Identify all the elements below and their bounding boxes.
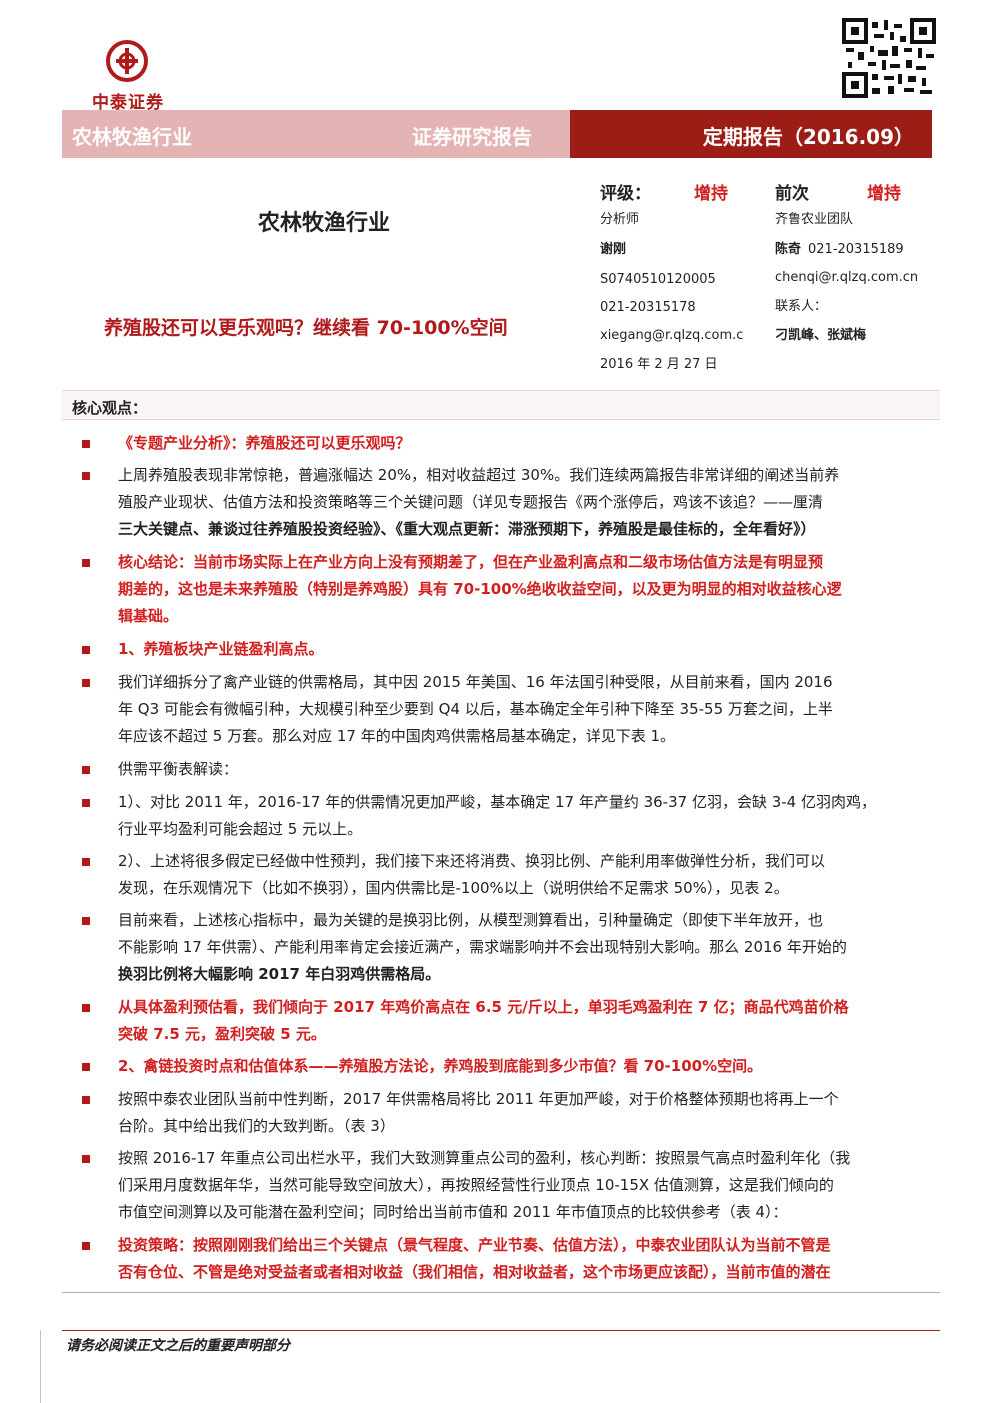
viewpoint-text: 2）、上述将很多假定已经做中性预判，我们接下来还将消费、换羽比例、产能利用率做弹… [118, 848, 944, 902]
viewpoint-text: 我们详细拆分了禽产业链的供需格局，其中因 2015 年美国、16 年法国引种受限… [118, 669, 944, 750]
analyst-name: 谢刚 [600, 242, 627, 257]
team-member-email[interactable]: chenqi@r.qlzq.com.cn [775, 270, 919, 285]
text-line: 供需平衡表解读： [118, 760, 239, 778]
text-line: 核心结论：当前市场实际上在产业方向上没有预期差了，但在产业盈利高点和二级市场估值… [118, 553, 824, 571]
square-bullet-icon [82, 1096, 90, 1104]
square-bullet-icon [82, 858, 90, 866]
analyst-email[interactable]: xiegang@r.qlzq.com.c [600, 328, 744, 343]
viewpoint-text: 1、养殖板块产业链盈利高点。 [118, 636, 944, 663]
viewpoint-text: 1）、对比 2011 年，2016-17 年的供需情况更加严峻，基本确定 17 … [118, 789, 944, 843]
viewpoint-text: 核心结论：当前市场实际上在产业方向上没有预期差了，但在产业盈利高点和二级市场估值… [118, 549, 944, 630]
text-line: 从具体盈利预估看，我们倾向于 2017 年鸡价高点在 6.5 元/斤以上，单羽毛… [118, 998, 849, 1016]
text-line: 辑基础。 [118, 607, 179, 625]
text-line: 按照 2016-17 年重点公司出栏水平，我们大致测算重点公司的盈利，核心判断：… [118, 1149, 851, 1167]
square-bullet-icon [82, 1063, 90, 1071]
text-line: 换羽比例将大幅影响 2017 年白羽鸡供需格局。 [118, 965, 441, 983]
viewpoint-text: 按照 2016-17 年重点公司出栏水平，我们大致测算重点公司的盈利，核心判断：… [118, 1145, 944, 1226]
text-line: 殖股产业现状、估值方法和投资策略等三个关键问题（详见专题报告《两个涨停后，鸡该不… [118, 493, 824, 511]
text-line: 市值空间测算以及可能潜在盈利空间；同时给出当前市值和 2011 年市值顶点的比较… [118, 1203, 788, 1221]
team-name: 齐鲁农业团队 [775, 212, 854, 227]
square-bullet-icon [82, 1242, 90, 1250]
text-line: 1）、对比 2011 年，2016-17 年的供需情况更加严峻，基本确定 17 … [118, 793, 876, 811]
core-viewpoint-header: 核心观点： [62, 390, 940, 420]
banner-left-panel: 农林牧渔行业 证券研究报告 [62, 110, 570, 158]
text-line: 《专题产业分析》：养殖股还可以更乐观吗？ [118, 434, 411, 452]
report-date: 2016 年 2 月 27 日 [600, 357, 718, 372]
text-line: 突破 7.5 元，盈利突破 5 元。 [118, 1025, 326, 1043]
company-logo-icon [106, 40, 148, 82]
square-bullet-icon [82, 766, 90, 774]
text-line: 我们详细拆分了禽产业链的供需格局，其中因 2015 年美国、16 年法国引种受限… [118, 673, 833, 691]
report-banner: 农林牧渔行业 证券研究报告 定期报告（2016.09） [62, 110, 932, 158]
analyst-phone: 021-20315178 [600, 300, 696, 315]
company-name: 中泰证券 [92, 93, 164, 113]
team-member-phone: 021-20315189 [808, 242, 904, 257]
text-line: 按照中泰农业团队当前中性判断，2017 年供需格局将比 2011 年更加严峻，对… [118, 1090, 839, 1108]
viewpoint-text: 《专题产业分析》：养殖股还可以更乐观吗？ [118, 430, 944, 457]
square-bullet-icon [82, 1155, 90, 1163]
text-line: 上周养殖股表现非常惊艳，普遍涨幅达 20%，相对收益超过 30%。我们连续两篇报… [118, 466, 840, 484]
banner-period: 定期报告（2016.09） [702, 125, 914, 149]
viewpoint-text: 目前来看，上述核心指标中，最为关键的是换羽比例，从模型测算看出，引种量确定（即使… [118, 907, 944, 988]
sector-title: 农林牧渔行业 [258, 211, 391, 236]
text-line: 们采用月度数据年华，当然可能导致空间放大），再按照经营性行业顶点 10-15X … [118, 1176, 834, 1194]
footer-divider-accent [62, 1330, 940, 1331]
square-bullet-icon [82, 1004, 90, 1012]
square-bullet-icon [82, 917, 90, 925]
team-member-name: 陈奇 [775, 242, 802, 257]
viewpoint-text: 上周养殖股表现非常惊艳，普遍涨幅达 20%，相对收益超过 30%。我们连续两篇报… [118, 462, 944, 543]
section-title: 核心观点： [72, 399, 148, 417]
square-bullet-icon [82, 679, 90, 687]
text-line: 台阶。其中给出我们的大致判断。（表 3） [118, 1117, 395, 1135]
text-line: 2、禽链投资时点和估值体系——养殖股方法论，养鸡股到底能到多少市值？看 70-1… [118, 1057, 763, 1075]
footer-divider [62, 1292, 940, 1293]
square-bullet-icon [82, 646, 90, 654]
text-line: 发现，在乐观情况下（比如不换羽），国内供需比是-100%以上（说明供给不足需求 … [118, 879, 789, 897]
text-line: 期差的，这也是未来养殖股（特别是养鸡股）具有 70-100%绝收收益空间，以及更… [118, 580, 842, 598]
viewpoint-text: 按照中泰农业团队当前中性判断，2017 年供需格局将比 2011 年更加严峻，对… [118, 1086, 944, 1140]
prev-rating-value: 增持 [867, 184, 901, 204]
text-line: 2）、上述将很多假定已经做中性预判，我们接下来还将消费、换羽比例、产能利用率做弹… [118, 852, 826, 870]
text-line: 目前来看，上述核心指标中，最为关键的是换羽比例，从模型测算看出，引种量确定（即使… [118, 911, 824, 929]
analyst-role: 分析师 [600, 212, 640, 227]
viewpoint-text: 投资策略：按照刚刚我们给出三个关键点（景气程度、产业节奏、估值方法），中泰农业团… [118, 1232, 944, 1286]
banner-report-type: 证券研究报告 [412, 125, 532, 149]
viewpoint-text: 从具体盈利预估看，我们倾向于 2017 年鸡价高点在 6.5 元/斤以上，单羽毛… [118, 994, 944, 1048]
text-line: 行业平均盈利可能会超过 5 元以上。 [118, 820, 363, 838]
square-bullet-icon [82, 440, 90, 448]
contact-names: 刁凯峰、张斌梅 [775, 328, 867, 343]
text-line: 否有仓位、不管是绝对受益者或者相对收益（我们相信，相对收益者，这个市场更应该配）… [118, 1263, 831, 1281]
page-margin-rule [40, 1330, 41, 1403]
square-bullet-icon [82, 559, 90, 567]
text-line: 年 Q3 可能会有微幅引种，大规模引种至少要到 Q4 以后，基本确定全年引种下降… [118, 700, 833, 718]
viewpoint-text: 供需平衡表解读： [118, 756, 944, 783]
qr-code [842, 18, 936, 98]
viewpoint-text: 2、禽链投资时点和估值体系——养殖股方法论，养鸡股到底能到多少市值？看 70-1… [118, 1053, 944, 1080]
disclaimer-note: 请务必阅读正文之后的重要声明部分 [66, 1338, 290, 1354]
text-line: 三大关键点、兼谈过往养殖股投资经验》、《重大观点更新：滞涨预期下，养殖股是最佳标… [118, 520, 816, 538]
rating-value: 增持 [694, 184, 728, 204]
square-bullet-icon [82, 799, 90, 807]
text-line: 不能影响 17 年供需）、产能利用率肯定会接近满产，需求端影响并不会出现特别大影… [118, 938, 847, 956]
rating-label: 评级： [600, 184, 651, 204]
text-line: 投资策略：按照刚刚我们给出三个关键点（景气程度、产业节奏、估值方法），中泰农业团… [118, 1236, 831, 1254]
contact-label: 联系人： [775, 299, 828, 314]
banner-right-panel: 定期报告（2016.09） [570, 110, 932, 158]
square-bullet-icon [82, 472, 90, 480]
analyst-license: S0740510120005 [600, 272, 716, 287]
prev-rating-label: 前次 [775, 184, 809, 204]
banner-sector: 农林牧渔行业 [72, 125, 192, 149]
text-line: 年应该不超过 5 万套。那么对应 17 年的中国肉鸡供需格局基本确定，详见下表 … [118, 727, 676, 745]
report-headline: 养殖股还可以更乐观吗？继续看 70-100%空间 [104, 317, 508, 339]
text-line: 1、养殖板块产业链盈利高点。 [118, 640, 324, 658]
company-logo: 中泰证券 [78, 40, 178, 113]
